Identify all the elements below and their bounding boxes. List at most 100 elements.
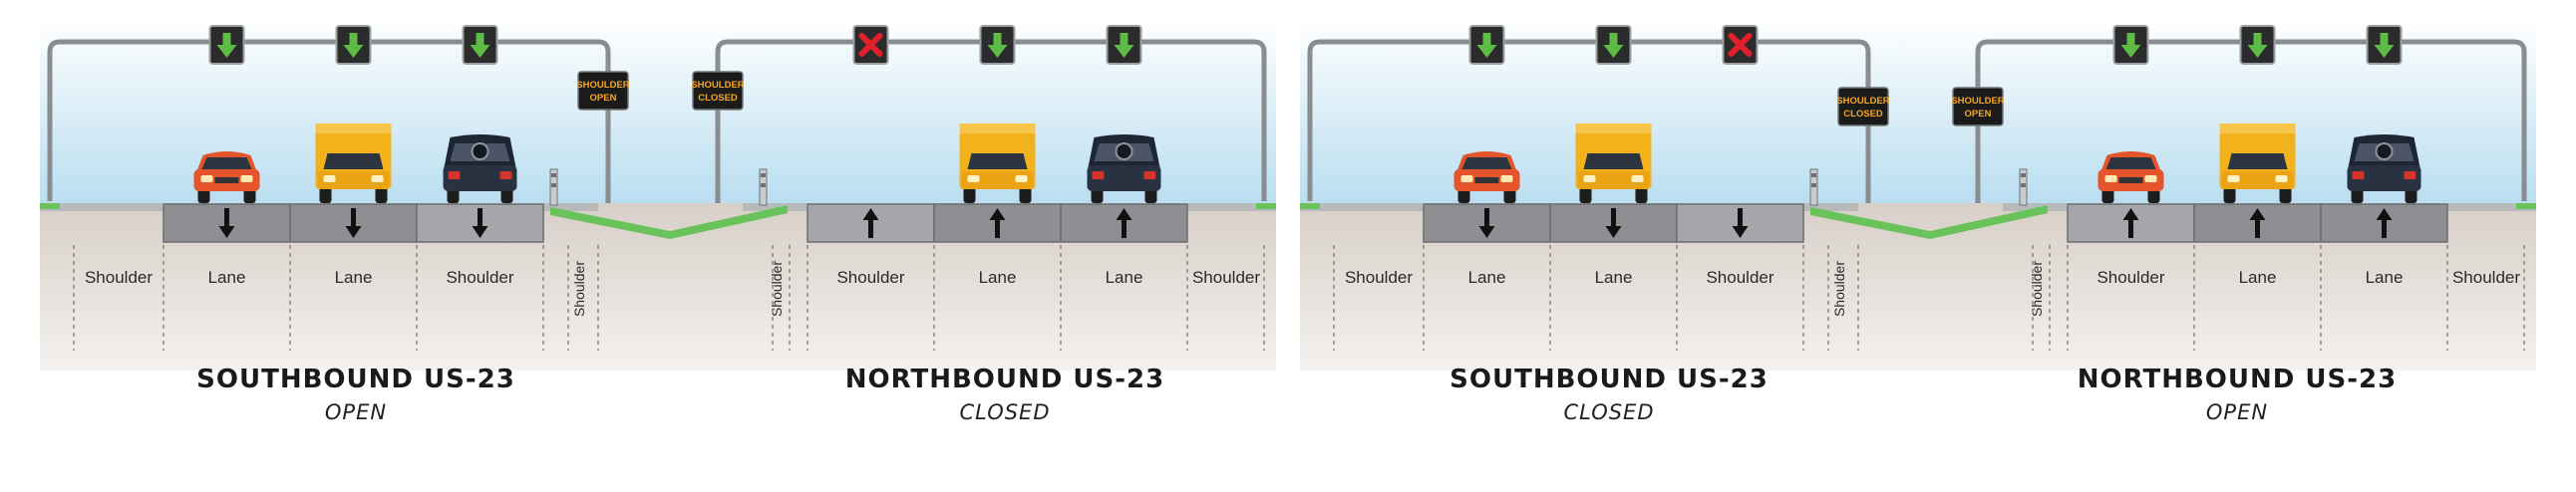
panel-right-nb-arrow-2 [2376, 208, 2393, 238]
up-arrow-icon [2122, 208, 2139, 238]
panel-right-sb-lane-sign-1 [1595, 25, 1632, 65]
panel-right-sb-vehicle-1 [1575, 123, 1652, 203]
panel-left-sb-lane-label-1: Lane [335, 268, 373, 287]
panel-left-nb-vehicle-1-headlight-right [1015, 175, 1028, 182]
panel-right-nb-vehicle-1-box-top [2219, 123, 2296, 133]
panel-right-nb-lane-sign-1 [2239, 25, 2276, 65]
panel-left-sb-guardrail-bolt1 [551, 173, 556, 177]
panel-left-sb-lane-sign-0 [208, 25, 245, 65]
left-southbound-title: SOUTHBOUND US-23 [196, 365, 515, 394]
panel-left-nb-guardrail-bolt2 [761, 183, 766, 187]
panel-right-sb-vehicle-1-headlight-right [1631, 175, 1644, 182]
red-x-icon [858, 33, 883, 57]
panel-right-nb-vehicle-0 [2097, 151, 2164, 203]
panel-right-nb-arrow-0 [2122, 208, 2139, 238]
panel-left-nb-vehicle-2-tail-left [1092, 171, 1105, 179]
right-northbound-status: OPEN [2205, 400, 2269, 424]
panel-left-sb-vehicle-2-body [443, 165, 517, 191]
panel-left-nb-vehicle-2-tail-right [1143, 171, 1156, 179]
panel-right-sb-vehicle-1-windshield [1583, 153, 1644, 169]
panel-right-sb-dms-line1: SHOULDER [1836, 96, 1889, 107]
wheel-left [319, 187, 332, 203]
down-arrow-icon [1605, 208, 1622, 238]
panel-right-sb-dms: SHOULDER CLOSED [1836, 87, 1890, 126]
panel-right-nb-vehicle-1-windshield [2227, 153, 2288, 169]
left-northbound-status: CLOSED [959, 400, 1051, 424]
panel-left-sb-lane-label-2: Shoulder [446, 268, 513, 287]
left-northbound-title: NORTHBOUND US-23 [844, 365, 1165, 394]
up-arrow-icon [1116, 208, 1132, 238]
panel-right-nb-vehicle-2-tail-left [2352, 171, 2365, 179]
panel-left-right-verge [1256, 203, 1276, 209]
panel-left-sb-vehicle-1-headlight-right [371, 175, 384, 182]
panel-left-sb-vehicle-1-bumper [317, 171, 390, 189]
panel-right-sb-lane-sign-0 [1468, 25, 1505, 65]
panel-left-sb-vehicle-0-windshield [201, 157, 252, 169]
panel-right-nb-vehicle-1-bumper [2221, 171, 2294, 189]
panel-left-median [550, 205, 788, 239]
green-down-arrow-icon [343, 33, 364, 58]
green-down-arrow-icon [2120, 33, 2141, 58]
panel-right-nb-vehicle-1-headlight-right [2275, 175, 2288, 182]
down-arrow-icon [472, 208, 488, 238]
panel-left-nb-lane-label-1: Lane [979, 268, 1017, 287]
down-arrow-icon [1478, 208, 1495, 238]
panel-left-sb-vehicle-1-box-top [315, 123, 392, 133]
panel-left-sb-vehicle-2-spare-tire [471, 142, 489, 160]
panel-right-sb-guardrail-bolt1 [1811, 173, 1816, 177]
right-southbound-status: CLOSED [1563, 400, 1655, 424]
panel-left-nb-vehicle-1-bumper [961, 171, 1034, 189]
panel-left-sb-lane-sign-2 [462, 25, 498, 65]
panel-left-nb-vehicle-1 [959, 123, 1036, 203]
panel-right-sb-dms-line2: CLOSED [1843, 109, 1883, 120]
panel-left-sb-arrow-2 [472, 208, 488, 238]
panel-right-left-verge [1300, 203, 1320, 209]
panel-right-sb-vehicle-1-bumper [1577, 171, 1650, 189]
panel-left-nb-vehicle-2-body [1087, 165, 1161, 191]
panel-left-sb-vehicle-2 [443, 134, 517, 203]
panel-right-nb-outer-shoulder-label: Shoulder [2452, 268, 2520, 287]
panel-left-nb-lane-sign-0 [852, 25, 889, 65]
panel-right-nb-vehicle-0-grille [2118, 177, 2143, 183]
panel-left-nb-guardrail-bolt1 [761, 173, 766, 177]
panel-right-sb-vehicle-0-grille [1474, 177, 1499, 183]
panel-left-nb-arrow-0 [862, 208, 879, 238]
panel-left-sb-inner-shoulder-label: Shoulder [571, 261, 587, 317]
panel-right-sb-arrow-2 [1732, 208, 1749, 238]
panel-left-sb-vehicle-0-headlight-right [240, 175, 253, 182]
panel-right-nb-vehicle-2-body [2347, 165, 2421, 191]
panel-left-sb-vehicle-0-headlight-left [200, 175, 213, 182]
panel-left-nb-dms-board [692, 71, 744, 111]
panel-right-nb-vehicle-1 [2219, 123, 2296, 203]
down-arrow-icon [218, 208, 235, 238]
panel-left-sb-lane-sign-1 [335, 25, 372, 65]
wheel-right [2279, 187, 2292, 203]
panel-left-sb-vehicle-2-tail-left [448, 171, 461, 179]
panel-right-nb-vehicle-0-headlight-left [2104, 175, 2117, 182]
panel-right-nb-vehicle-2-tail-right [2404, 171, 2416, 179]
wheel-right [375, 187, 388, 203]
panel-left-sb-vehicle-1-headlight-left [323, 175, 336, 182]
panel-left-nb-vehicle-1-headlight-left [967, 175, 980, 182]
green-down-arrow-icon [987, 33, 1008, 58]
panel-left-nb-guardrail [759, 168, 768, 206]
panel-right-sb-vehicle-1-headlight-left [1583, 175, 1596, 182]
panel-right-sb-lane-label-1: Lane [1595, 268, 1633, 287]
green-down-arrow-icon [2374, 33, 2395, 58]
panel-right-sb-arrow-0 [1478, 208, 1495, 238]
panel-right-sb-vehicle-0-headlight-left [1460, 175, 1473, 182]
panel-right-nb-arrow-1 [2249, 208, 2266, 238]
panel-left-sb-vehicle-0-grille [214, 177, 239, 183]
panel-right-sb-inner-shoulder-label: Shoulder [1831, 261, 1847, 317]
wheel-left [963, 187, 976, 203]
panel-left-sb-vehicle-0 [193, 151, 260, 203]
right-northbound-title: NORTHBOUND US-23 [2077, 365, 2398, 394]
panel-left-sb-guardrail-bolt2 [551, 183, 556, 187]
panel-left-nb-lane-sign-1 [979, 25, 1016, 65]
green-down-arrow-icon [1476, 33, 1497, 58]
panel-right-sb-vehicle-0-headlight-right [1500, 175, 1513, 182]
panel-right-nb-guardrail-bolt2 [2021, 183, 2026, 187]
